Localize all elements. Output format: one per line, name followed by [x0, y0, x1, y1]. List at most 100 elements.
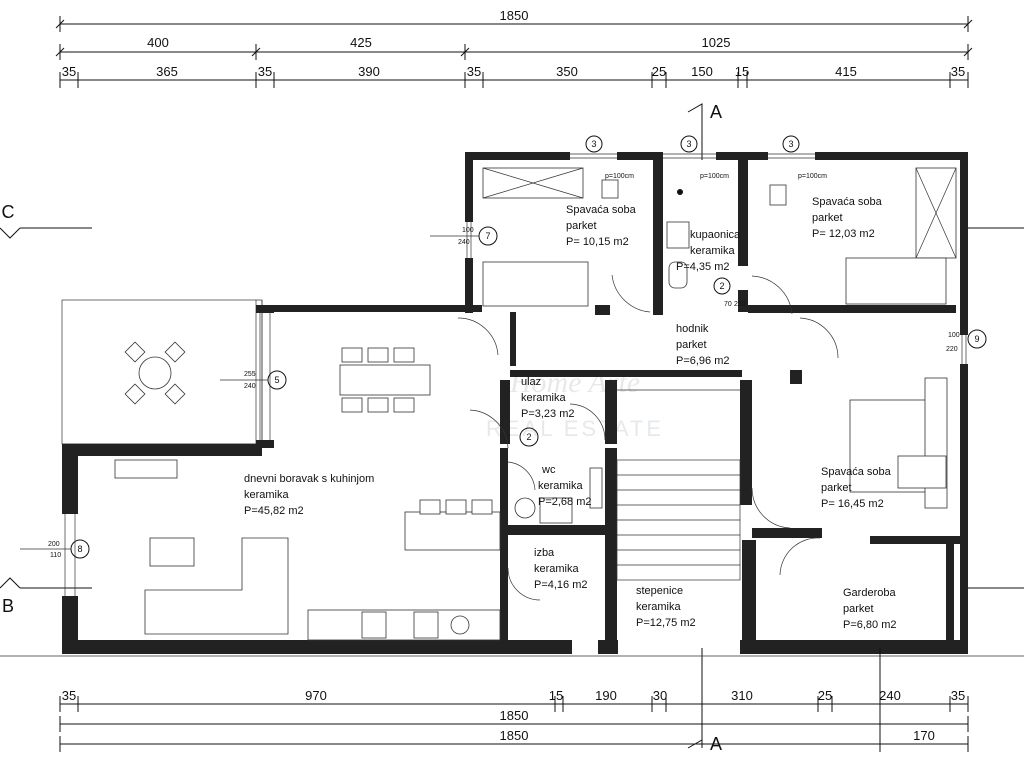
bottom-dimension-chain: 35 970 15 190 30 310 25 240 35 1850 1850…	[59, 648, 969, 752]
section-marker-c: C	[0, 202, 92, 239]
terrace-table	[124, 341, 186, 405]
svg-text:C: C	[2, 202, 15, 222]
room-label-stairs: stepenice keramika P=12,75 m2	[636, 585, 696, 629]
svg-text:7: 7	[485, 231, 490, 241]
wc-fixtures	[514, 467, 603, 524]
dim-top-total: 1850	[500, 8, 529, 23]
window-tag-9: 9 100 220	[946, 329, 987, 353]
staircase	[616, 389, 741, 581]
room-label-bathroom: kupaonica keramika P=4,35 m2	[676, 229, 741, 273]
window-openings	[64, 153, 967, 596]
dim-top-l3-1: 365	[156, 64, 178, 79]
dim-top-l3-0: 35	[62, 64, 76, 79]
dim-bottom-7: 240	[879, 688, 901, 703]
svg-text:3: 3	[686, 139, 691, 149]
dim-top-l3-6: 25	[652, 64, 666, 79]
dim-top-l3-2: 35	[258, 64, 272, 79]
svg-text:izba: izba	[534, 547, 555, 559]
dim-top-l2-0: 400	[147, 35, 169, 50]
svg-text:P= 16,45 m2: P= 16,45 m2	[821, 498, 884, 510]
living-sofa	[114, 459, 289, 635]
dim-bottom-2: 15	[549, 688, 563, 703]
dim-bottom-6: 25	[818, 688, 832, 703]
dim-top-l3-4: 35	[467, 64, 481, 79]
svg-text:P=12,75 m2: P=12,75 m2	[636, 617, 696, 629]
window-tag-8: 8 200 110	[20, 539, 90, 559]
door-tag-bathroom: 2 70 210	[713, 277, 746, 308]
svg-text:Spavaća soba: Spavaća soba	[821, 466, 892, 478]
svg-text:parket: parket	[676, 339, 707, 351]
dim-top-l3-8: 15	[735, 64, 749, 79]
kitchen-counter	[307, 609, 501, 641]
dim-top-l2-2: 1025	[702, 35, 731, 50]
svg-text:kupaonica: kupaonica	[690, 229, 741, 241]
room-label-pantry: izba keramika P=4,16 m2	[534, 547, 588, 591]
svg-text:P=4,35 m2: P=4,35 m2	[676, 261, 730, 273]
dim-bottom-4: 30	[653, 688, 667, 703]
window-tag-5: 5 255 240	[220, 370, 287, 390]
svg-text:P= 12,03 m2: P= 12,03 m2	[812, 228, 875, 240]
room-label-bedroom1: Spavaća soba parket P= 10,15 m2	[566, 204, 637, 248]
watermark-subtitle: REAL ESTATE	[486, 416, 664, 441]
svg-text:keramika: keramika	[244, 489, 290, 501]
svg-text:2: 2	[526, 432, 531, 442]
room-label-wc: wc keramika P=2,68 m2	[538, 464, 592, 508]
bedroom3-furniture	[849, 377, 948, 509]
window-tag-top-mid: 3	[680, 135, 698, 153]
svg-text:stepenice: stepenice	[636, 585, 683, 597]
svg-text:keramika: keramika	[690, 245, 736, 257]
svg-text:keramika: keramika	[636, 601, 682, 613]
svg-text:200: 200	[48, 541, 60, 548]
svg-text:Garderoba: Garderoba	[843, 587, 896, 599]
room-label-wardrobe: Garderoba parket P=6,80 m2	[843, 587, 897, 631]
svg-text:3: 3	[591, 139, 596, 149]
svg-text:parket: parket	[821, 482, 852, 494]
interior-walls	[500, 160, 960, 644]
svg-text:100: 100	[462, 227, 474, 234]
section-marker-a-top: A	[687, 102, 722, 160]
svg-text:100: 100	[948, 332, 960, 339]
bedroom1-furniture	[482, 167, 619, 307]
svg-text:dnevni boravak s kuhinjom: dnevni boravak s kuhinjom	[244, 473, 374, 485]
bathroom-fixtures	[666, 189, 690, 289]
sill-note-1: p=100cm	[605, 173, 634, 180]
top-dimension-chain: 1850 400 425 1025 35 365 35 390 35 350 2…	[55, 8, 973, 88]
section-marker-b: B	[0, 577, 92, 616]
room-label-entry: ulaz keramika P=3,23 m2	[521, 376, 575, 420]
dim-top-l2-1: 425	[350, 35, 372, 50]
bedroom2-furniture	[769, 167, 957, 305]
svg-text:P=6,80 m2: P=6,80 m2	[843, 619, 897, 631]
svg-text:keramika: keramika	[534, 563, 580, 575]
svg-text:ulaz: ulaz	[521, 376, 541, 388]
svg-text:P=2,68 m2: P=2,68 m2	[538, 496, 592, 508]
room-label-living: dnevni boravak s kuhinjom keramika P=45,…	[244, 473, 374, 517]
svg-text:P=4,16 m2: P=4,16 m2	[534, 579, 588, 591]
svg-text:keramika: keramika	[521, 392, 567, 404]
dim-bottom-3: 190	[595, 688, 617, 703]
svg-text:3: 3	[788, 139, 793, 149]
svg-text:Spavaća soba: Spavaća soba	[812, 196, 883, 208]
svg-text:8: 8	[77, 544, 82, 554]
room-label-bedroom3: Spavaća soba parket P= 16,45 m2	[821, 466, 892, 510]
svg-text:220: 220	[946, 346, 958, 353]
svg-text:P=45,82 m2: P=45,82 m2	[244, 505, 304, 517]
dim-bottom-1: 970	[305, 688, 327, 703]
svg-text:B: B	[2, 596, 14, 616]
kitchen-island	[404, 499, 501, 551]
svg-text:9: 9	[974, 334, 979, 344]
dim-top-l3-9: 415	[835, 64, 857, 79]
window-tag-top-right: 3	[782, 135, 800, 153]
svg-text:parket: parket	[843, 603, 874, 615]
exterior-walls	[62, 152, 968, 654]
dim-bottom-extra: 170	[913, 728, 935, 743]
dim-bottom-5: 310	[731, 688, 753, 703]
svg-text:210: 210	[734, 301, 746, 308]
svg-text:240: 240	[244, 383, 256, 390]
svg-text:keramika: keramika	[538, 480, 584, 492]
sill-note-2: p=100cm	[700, 173, 729, 180]
svg-text:110: 110	[50, 552, 61, 559]
dining-table	[339, 347, 431, 413]
dim-bottom-8: 35	[951, 688, 965, 703]
window-tag-top-left: 3	[585, 135, 603, 153]
